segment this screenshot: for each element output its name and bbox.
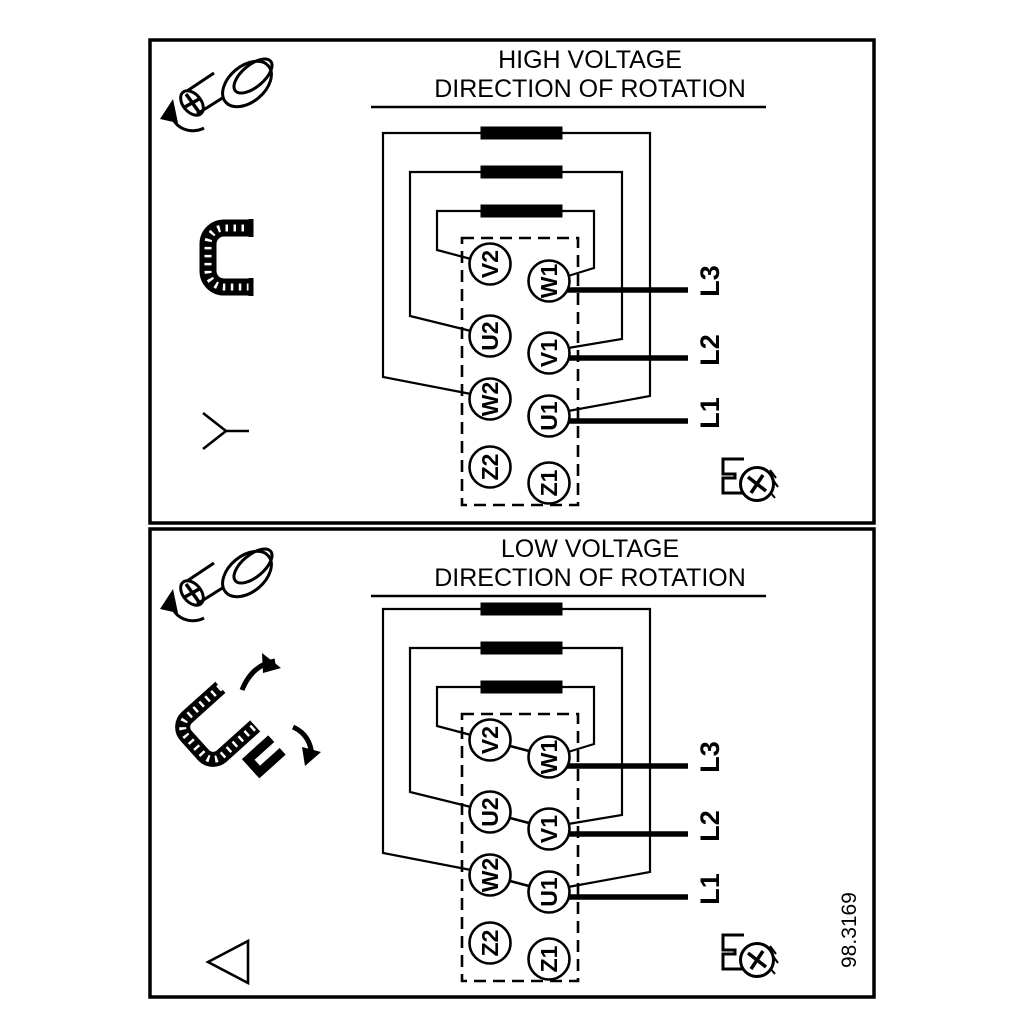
terminal-label: Z1 — [536, 945, 562, 972]
high-voltage-panel: HIGH VOLTAGE DIRECTION OF ROTATION V2 U2… — [148, 38, 876, 525]
jumper-bridge-icon — [199, 219, 254, 296]
panel-title: LOW VOLTAGE — [501, 535, 679, 563]
terminal-labels: V2 U2 W2 Z2 W1 V1 U1 Z1 — [477, 726, 562, 972]
supply-label: L3 — [695, 265, 725, 297]
delta-links — [509, 744, 530, 888]
supply-label: L2 — [695, 334, 725, 366]
terminal-labels: V2 U2 W2 Z2 W1 V1 U1 Z1 — [477, 250, 562, 496]
supply-label: L3 — [695, 741, 725, 773]
panel-subtitle: DIRECTION OF ROTATION — [434, 75, 746, 103]
low-voltage-panel: LOW VOLTAGE DIRECTION OF ROTATION — [148, 527, 876, 999]
terminal-label: U2 — [477, 797, 503, 826]
terminal-label: Z1 — [536, 469, 562, 496]
terminal-label: Z2 — [477, 454, 503, 481]
supply-label: L1 — [695, 873, 725, 905]
supply-label: L2 — [695, 810, 725, 842]
jumper-reposition-icon — [175, 653, 321, 779]
panel-subtitle: DIRECTION OF ROTATION — [434, 564, 746, 592]
terminal-label: V2 — [477, 250, 503, 278]
figure-number: 98.3169 — [838, 892, 861, 968]
terminal-label: W2 — [477, 382, 503, 417]
supply-labels: L3 L2 L1 — [695, 265, 725, 429]
star-connection-icon — [202, 411, 249, 451]
terminal-label: V1 — [536, 815, 562, 843]
terminal-label: V2 — [477, 726, 503, 754]
terminal-label: V1 — [536, 339, 562, 367]
terminal-label: U2 — [477, 321, 503, 350]
terminal-label: W2 — [477, 858, 503, 893]
terminal-label: U1 — [536, 401, 562, 431]
delta-connection-icon — [205, 938, 250, 986]
panel-border — [148, 527, 876, 999]
supply-labels: L3 L2 L1 — [695, 741, 725, 905]
terminal-label: W1 — [536, 740, 562, 775]
panel-border — [148, 38, 876, 525]
panel-title: HIGH VOLTAGE — [498, 46, 682, 74]
terminal-label: U1 — [536, 877, 562, 907]
terminal-label: W1 — [536, 264, 562, 299]
supply-label: L1 — [695, 397, 725, 429]
terminal-label: Z2 — [477, 930, 503, 957]
